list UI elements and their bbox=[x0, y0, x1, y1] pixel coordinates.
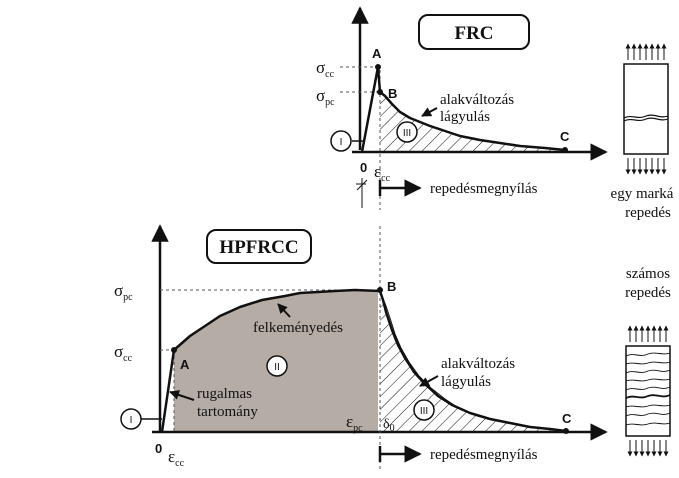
hpfrcc-hardening-pointer bbox=[277, 303, 291, 318]
hpfrcc-point-a-label: A bbox=[180, 357, 190, 372]
frc-point-a-marker bbox=[375, 64, 381, 70]
frc-region-1-circle bbox=[330, 130, 352, 152]
hpfrcc-region-2-label: II bbox=[274, 362, 280, 373]
hpfrcc-crack-opening-label: repedésmegnyílás bbox=[430, 447, 538, 463]
frc-region-3-circle bbox=[396, 121, 418, 143]
frc-region-1-label: I bbox=[340, 137, 343, 148]
hpfrcc-point-c-label: C bbox=[562, 411, 572, 426]
frc-sigma-cc-label: σcc bbox=[316, 58, 335, 80]
frc-eps-slash bbox=[356, 179, 368, 191]
frc-panel: FRC σcc σpc A B C I III 0 εcc alakváltoz… bbox=[316, 6, 674, 221]
hpfrcc-title-box bbox=[206, 229, 312, 264]
hpfrcc-point-b-marker bbox=[377, 287, 383, 293]
hpfrcc-region-2-circle bbox=[266, 355, 288, 377]
frc-sigma-pc-label: σpc bbox=[316, 86, 335, 108]
frc-region-3-label: III bbox=[403, 128, 411, 139]
hpfrcc-eps-cc-label: εcc bbox=[168, 447, 185, 469]
hpfrcc-point-c-marker bbox=[563, 428, 569, 434]
frc-eps-cc-label: εcc bbox=[374, 162, 391, 184]
frc-crack-opening-label: repedésmegnyílás bbox=[430, 181, 538, 197]
frc-point-c-marker bbox=[562, 147, 568, 153]
hpfrcc-origin-label: 0 bbox=[155, 441, 162, 456]
hpfrcc-point-b-label: B bbox=[387, 279, 396, 294]
hpfrcc-softening-pointer bbox=[419, 375, 439, 387]
frc-title-box bbox=[418, 14, 530, 50]
frc-softening-pointer bbox=[421, 107, 438, 117]
frc-point-a-label: A bbox=[372, 46, 382, 61]
hpfrcc-title: HPFRCC bbox=[219, 237, 298, 258]
frc-point-b-marker bbox=[377, 89, 383, 95]
hpfrcc-region-1-label: I bbox=[130, 415, 133, 426]
hpfrcc-sigma-pc-label: σpc bbox=[114, 281, 133, 303]
hpfrcc-eps-pc-label: εpc bbox=[346, 412, 363, 434]
hpfrcc-region-3-label: III bbox=[420, 406, 428, 417]
hpfrcc-softening-region bbox=[380, 292, 566, 432]
frc-softening-region bbox=[380, 92, 565, 152]
hpfrcc-sigma-cc-label: σcc bbox=[114, 342, 133, 364]
frc-point-c-label: C bbox=[560, 129, 570, 144]
hpfrcc-delta-0-label: δ0 bbox=[383, 417, 395, 434]
frc-point-b-label: B bbox=[388, 86, 397, 101]
hpfrcc-hardening-label: felkeményedés bbox=[253, 320, 343, 336]
frc-title: FRC bbox=[454, 23, 493, 44]
hpfrcc-elastic-pointer bbox=[169, 390, 195, 401]
hpfrcc-stress-curve-jagged bbox=[381, 295, 567, 433]
hpfrcc-point-a-marker bbox=[171, 347, 177, 353]
hpfrcc-region-3-circle bbox=[413, 399, 435, 421]
frc-origin-label: 0 bbox=[360, 160, 367, 175]
hpfrcc-panel: HPFRCC σpc σcc A B C I II III 0 εcc εpc … bbox=[114, 224, 671, 470]
frc-stress-curve bbox=[360, 65, 566, 153]
hpfrcc-region-1-circle bbox=[120, 408, 142, 430]
